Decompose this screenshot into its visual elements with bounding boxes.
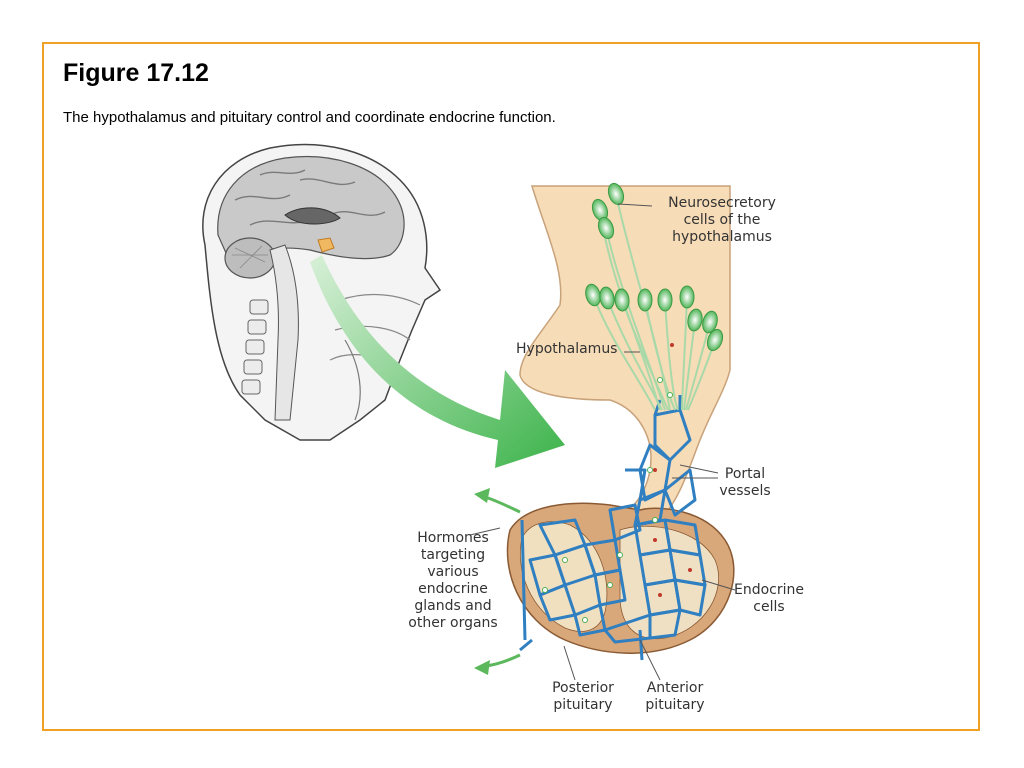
label-portal-line1: Portal — [724, 466, 766, 482]
label-anterior-line2: pituitary — [645, 697, 705, 713]
pituitary-marker — [317, 237, 335, 253]
head-cross-section — [202, 143, 442, 441]
portal-vessels — [519, 395, 707, 661]
label-hormones: Hormones targeting various endocrine gla… — [398, 530, 508, 632]
figure-title: Figure 17.12 — [63, 59, 209, 87]
label-hormones-line4: endocrine — [418, 581, 488, 597]
hypothalamus-tissue — [519, 185, 731, 521]
label-hormones-line2: targeting — [420, 547, 486, 563]
neurosecretory-cells — [585, 182, 724, 411]
figure-frame — [42, 42, 980, 731]
label-endocrine-line2: cells — [753, 599, 785, 615]
zoom-arrow — [310, 255, 565, 468]
label-neurosecretory-line2: cells of the — [683, 212, 761, 228]
label-neurosecretory-line1: Neurosecretory — [668, 195, 776, 211]
label-hormones-line1: Hormones — [417, 530, 489, 546]
label-hormones-line5: glands and — [414, 598, 492, 614]
label-portal-line2: vessels — [719, 483, 771, 499]
label-endocrine-cells: Endocrine cells — [728, 582, 810, 616]
label-posterior-line1: Posterior — [552, 680, 614, 696]
hormone-output-arrows — [474, 488, 521, 675]
label-neurosecretory-line3: hypothalamus — [672, 229, 772, 245]
label-endocrine-line1: Endocrine — [734, 582, 804, 598]
label-hypothalamus: Hypothalamus — [516, 341, 618, 357]
label-hormones-line3: various — [427, 564, 479, 580]
leader-lines — [469, 203, 736, 681]
label-posterior-pituitary: Posterior pituitary — [540, 680, 626, 714]
figure-caption: The hypothalamus and pituitary control a… — [63, 109, 556, 126]
label-neurosecretory-cells: Neurosecretory cells of the hypothalamus — [648, 195, 796, 246]
hormone-particles — [542, 377, 673, 623]
label-portal-vessels: Portal vessels — [710, 466, 780, 500]
hormone-particles-red — [653, 343, 692, 597]
label-hormones-line6: other organs — [408, 615, 498, 631]
label-anterior-pituitary: Anterior pituitary — [632, 680, 718, 714]
label-posterior-line2: pituitary — [553, 697, 613, 713]
label-anterior-line1: Anterior — [646, 680, 704, 696]
